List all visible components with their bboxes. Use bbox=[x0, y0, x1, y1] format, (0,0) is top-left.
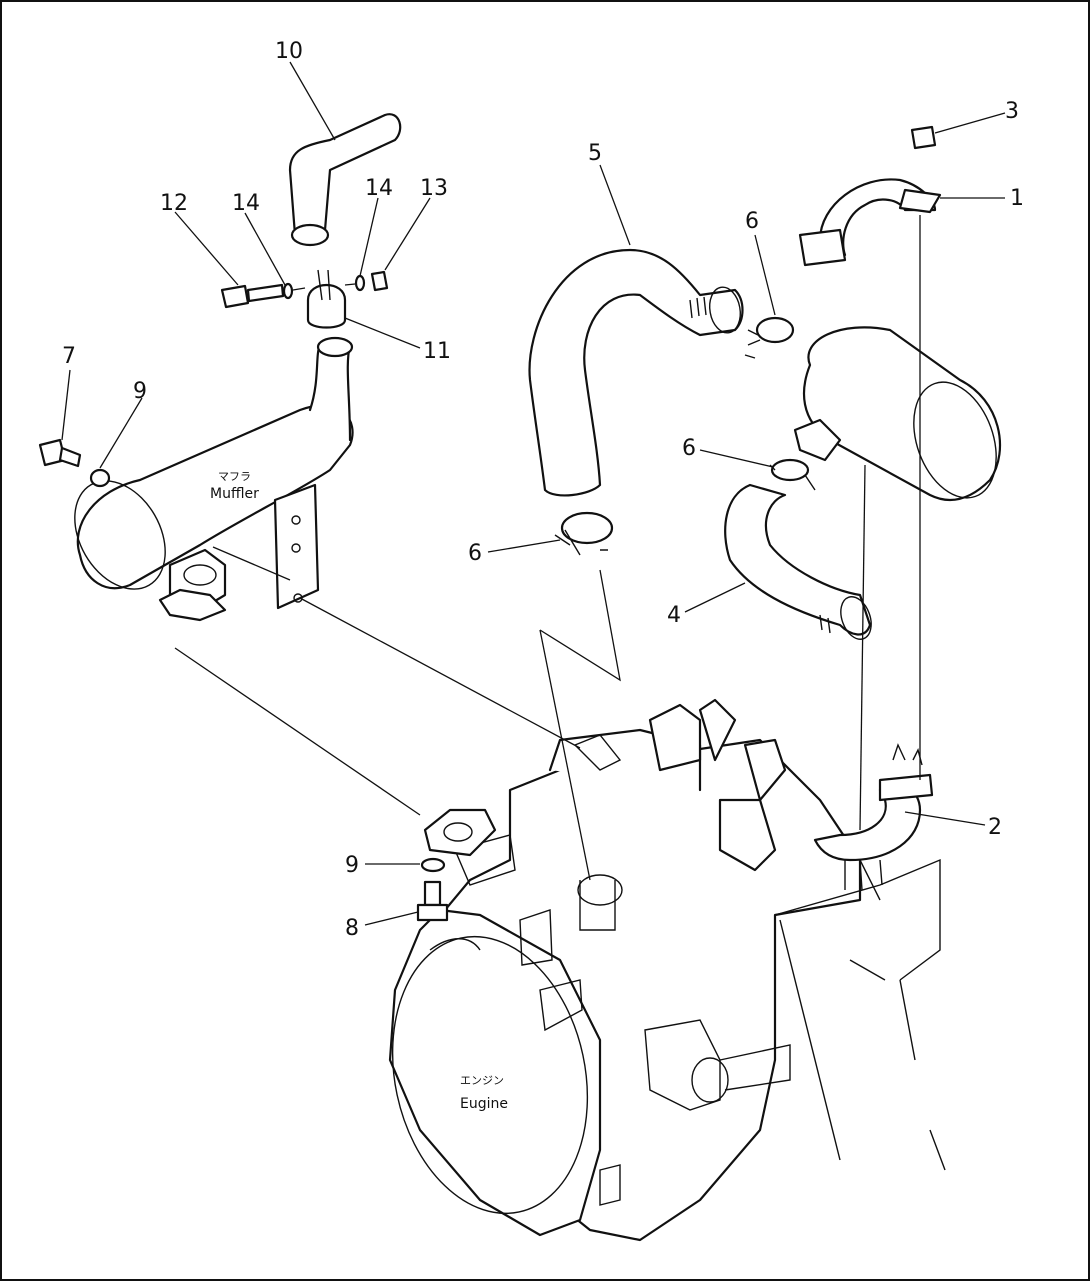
callout-6-upper: 6 bbox=[745, 209, 759, 234]
engine-label-jp: エンジン bbox=[460, 1074, 504, 1087]
callout-10: 10 bbox=[275, 39, 303, 64]
callout-5: 5 bbox=[588, 141, 602, 166]
clamp-bolt bbox=[220, 283, 285, 309]
muffler bbox=[74, 336, 354, 622]
washer-lower bbox=[420, 857, 446, 873]
callout-2: 2 bbox=[988, 815, 1002, 840]
clamp-nut bbox=[370, 270, 389, 292]
bolt-left bbox=[38, 438, 82, 468]
hose-clamp-middle bbox=[769, 458, 816, 491]
intake-hose-upper bbox=[528, 248, 744, 497]
callout-8: 8 bbox=[345, 916, 359, 941]
tail-pipe bbox=[288, 113, 402, 247]
muffler-label-jp: マフラ bbox=[218, 470, 251, 483]
washer-right bbox=[354, 274, 366, 292]
bolt-lower bbox=[416, 880, 449, 922]
hose-clamp-lower bbox=[554, 511, 614, 556]
callout-12: 12 bbox=[160, 191, 188, 216]
callout-leaders bbox=[61, 61, 1006, 926]
engine-label-en: Eugine bbox=[460, 1096, 508, 1112]
callout-4: 4 bbox=[667, 603, 681, 628]
assembly-guides bbox=[174, 215, 921, 881]
intake-hose-lower bbox=[724, 483, 872, 640]
washer-left-muffler bbox=[89, 468, 111, 488]
callout-3: 3 bbox=[1005, 99, 1019, 124]
callout-11: 11 bbox=[423, 339, 451, 364]
callout-6-middle: 6 bbox=[682, 436, 696, 461]
mounting-band-lower bbox=[813, 743, 934, 891]
callout-14-right: 14 bbox=[365, 176, 393, 201]
callout-9-flange: 9 bbox=[345, 853, 359, 878]
callout-7: 7 bbox=[62, 344, 76, 369]
callout-9-muffler: 9 bbox=[133, 379, 147, 404]
callout-1: 1 bbox=[1010, 186, 1024, 211]
washer-left bbox=[282, 282, 294, 300]
mounting-band-upper bbox=[798, 178, 942, 267]
pipe-clamp bbox=[306, 269, 347, 329]
callout-13: 13 bbox=[420, 176, 448, 201]
callout-6-lower: 6 bbox=[468, 541, 482, 566]
exhaust-flange bbox=[423, 808, 497, 857]
air-cleaner bbox=[793, 326, 1002, 502]
muffler-label-en: Muffler bbox=[210, 486, 259, 502]
callout-14-left: 14 bbox=[232, 191, 260, 216]
nut-top bbox=[910, 125, 937, 150]
engine-block bbox=[388, 698, 946, 1242]
hose-clamp-upper bbox=[744, 316, 795, 359]
